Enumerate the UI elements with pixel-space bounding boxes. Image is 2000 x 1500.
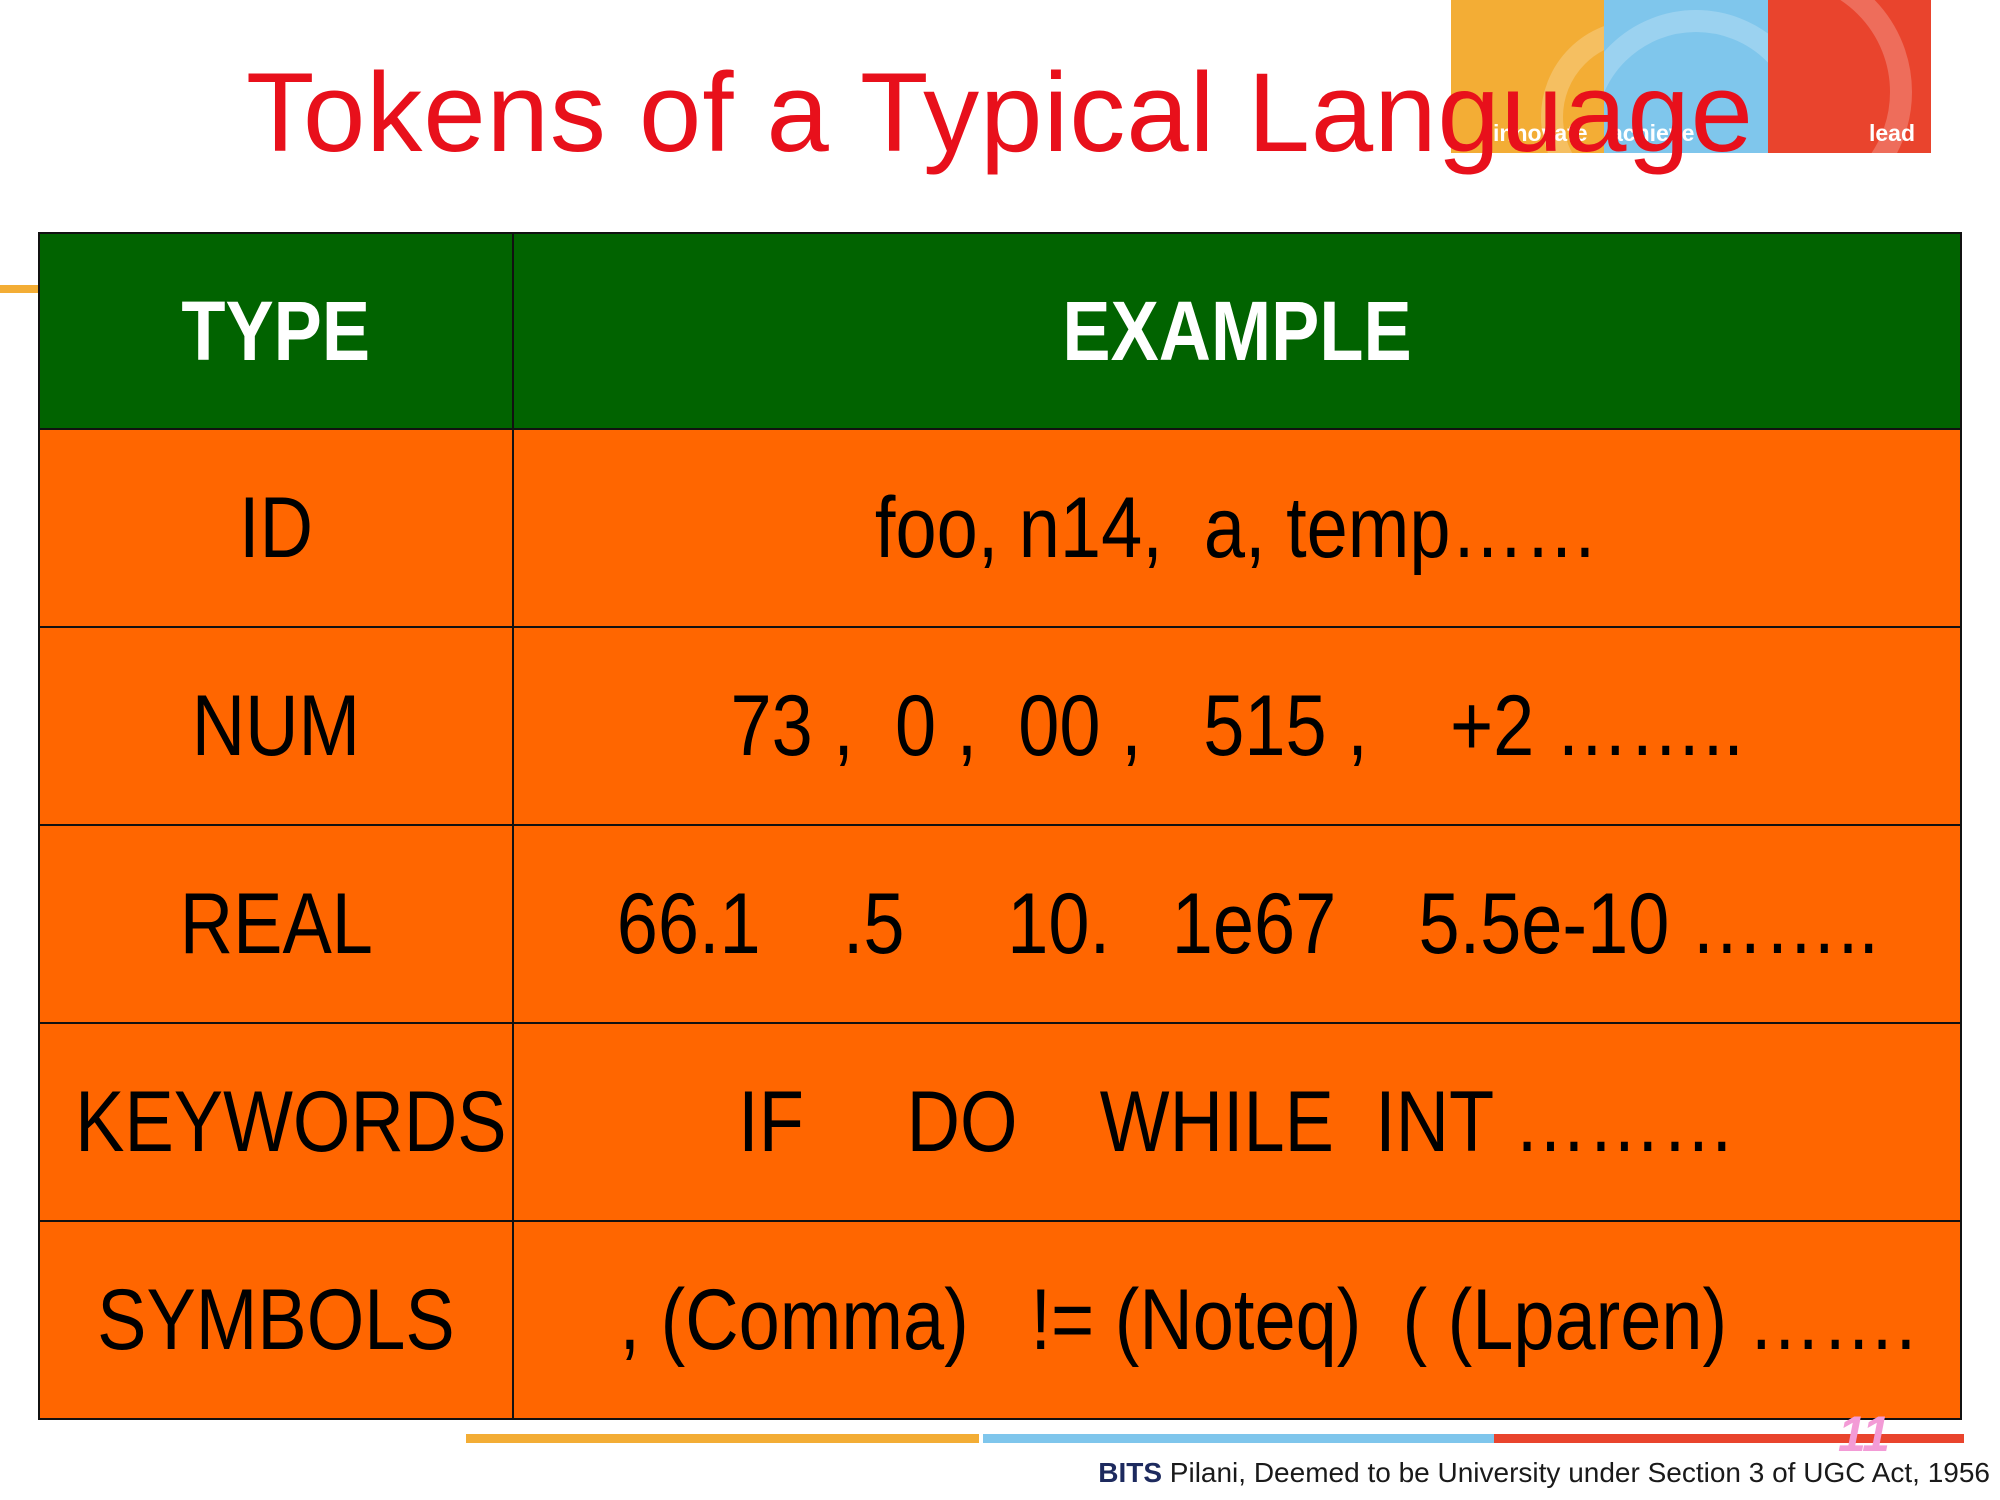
example-cell: 66.1 .5 10. 1e67 5.5e-10 ……..	[512, 824, 1962, 1024]
logo-word-innovate: innovate	[1493, 120, 1588, 146]
example-cell: IF DO WHILE INT ………	[512, 1022, 1962, 1222]
table-row: ID foo, n14, a, temp……	[38, 428, 1962, 628]
accent-line	[0, 285, 42, 293]
example-cell: 73 , 0 , 00 , 515 , +2 ……..	[512, 626, 1962, 826]
table-row: NUM 73 , 0 , 00 , 515 , +2 ……..	[38, 626, 1962, 826]
page-number: 11	[1838, 1406, 1890, 1462]
footer-rest: Pilani, Deemed to be University under Se…	[1162, 1457, 1990, 1488]
logo-lead-block: lead	[1768, 0, 1931, 153]
logo-innovate-block: innovate	[1451, 0, 1604, 153]
header-example: EXAMPLE	[512, 232, 1962, 430]
type-cell: REAL	[38, 824, 514, 1024]
table-row: REAL 66.1 .5 10. 1e67 5.5e-10 ……..	[38, 824, 1962, 1024]
table-header-row: TYPE EXAMPLE	[38, 232, 1962, 430]
type-cell: NUM	[38, 626, 514, 826]
header-type: TYPE	[38, 232, 514, 430]
table-row: KEYWORDS IF DO WHILE INT ………	[38, 1022, 1962, 1222]
footer-bar-red	[1494, 1434, 1964, 1443]
footer-bar-blue	[983, 1434, 1494, 1443]
tokens-table: TYPE EXAMPLE ID foo, n14, a, temp…… NUM …	[38, 232, 1962, 1420]
type-cell: KEYWORDS	[38, 1022, 514, 1222]
logo-word-achieve: achieve	[1610, 120, 1695, 146]
type-cell: ID	[38, 428, 514, 628]
logo-achieve-block: achieve	[1604, 0, 1768, 153]
slide-title: Tokens of a Typical Language	[246, 50, 1754, 175]
footer-bits: BITS	[1098, 1457, 1163, 1488]
logo-word-lead: lead	[1868, 120, 1915, 146]
example-cell: , (Comma) != (Noteq) ( (Lparen) …….	[512, 1220, 1962, 1420]
table-row: SYMBOLS , (Comma) != (Noteq) ( (Lparen) …	[38, 1220, 1962, 1420]
example-cell: foo, n14, a, temp……	[512, 428, 1962, 628]
bits-logo: innovate achieve lead	[1451, 0, 1931, 153]
footer-institution: BITS Pilani, Deemed to be University und…	[1098, 1457, 1990, 1489]
type-cell: SYMBOLS	[38, 1220, 514, 1420]
footer-bar-orange	[466, 1434, 979, 1443]
